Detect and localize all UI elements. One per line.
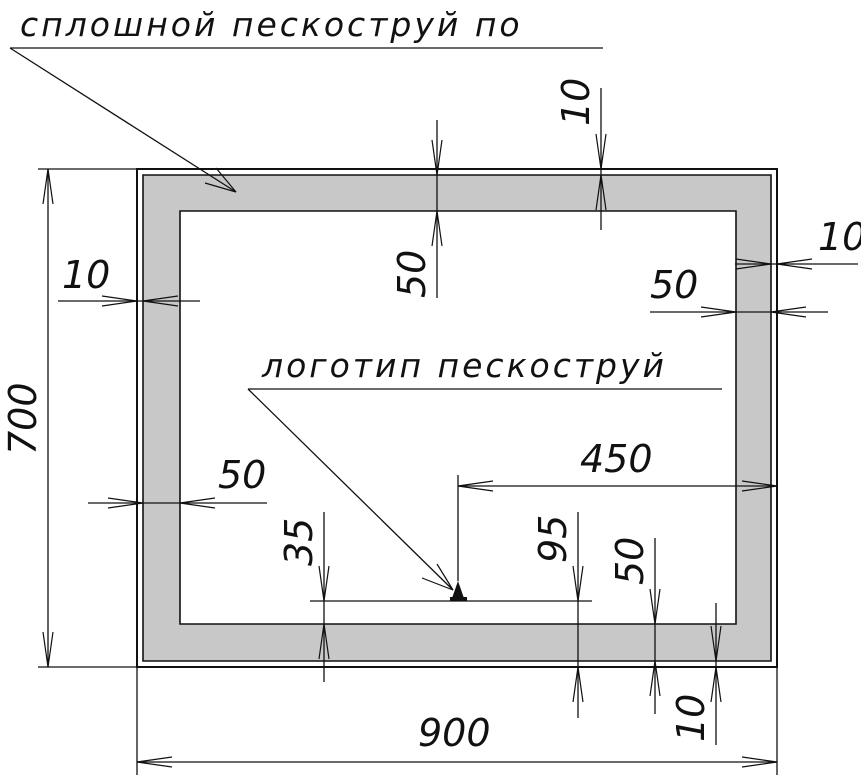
dim-bottom: 50 10 [608, 537, 722, 745]
dim-top-edge-gap-text: 10 [554, 78, 598, 126]
dim-left: 10 50 [58, 253, 267, 509]
dim-bottom-edge-gap-text: 10 [669, 694, 713, 742]
frosted-border-band [142, 174, 772, 662]
dim-left-edge-gap-text: 10 [62, 253, 110, 297]
dim-overall-height-text: 700 [1, 382, 45, 455]
dim-top-border-text: 50 [390, 250, 434, 298]
callout-solid-sandblast: сплошной пескоструй по [9, 5, 603, 193]
dim-left-border-text: 50 [218, 453, 266, 497]
callout-logo-sandblast: логотип пескоструй [247, 346, 722, 591]
dim-logo-vertical: 35 95 [277, 512, 592, 718]
dim-overall-height: 700 [1, 168, 137, 668]
logo-mark-icon [450, 581, 467, 601]
dim-bottom-border-text: 50 [608, 537, 652, 585]
callout-logo-sandblast-text: логотип пескоструй [261, 346, 667, 385]
mirror-outline [136, 168, 778, 668]
dim-overall-width-text: 900 [418, 711, 491, 755]
dim-overall-width: 900 [136, 667, 778, 775]
dim-right: 10 50 [650, 215, 861, 318]
dim-logo-from-outer-text: 95 [531, 515, 575, 563]
dim-logo-from-inner-text: 35 [277, 518, 321, 566]
dim-right-border-text: 50 [650, 263, 698, 307]
dim-logo-offset: 450 [457, 437, 778, 581]
dim-right-edge-gap-text: 10 [818, 215, 861, 259]
dim-logo-offset-text: 450 [580, 437, 653, 481]
callout-solid-sandblast-text: сплошной пескоструй по [20, 5, 523, 44]
dim-top: 10 50 [390, 78, 607, 298]
